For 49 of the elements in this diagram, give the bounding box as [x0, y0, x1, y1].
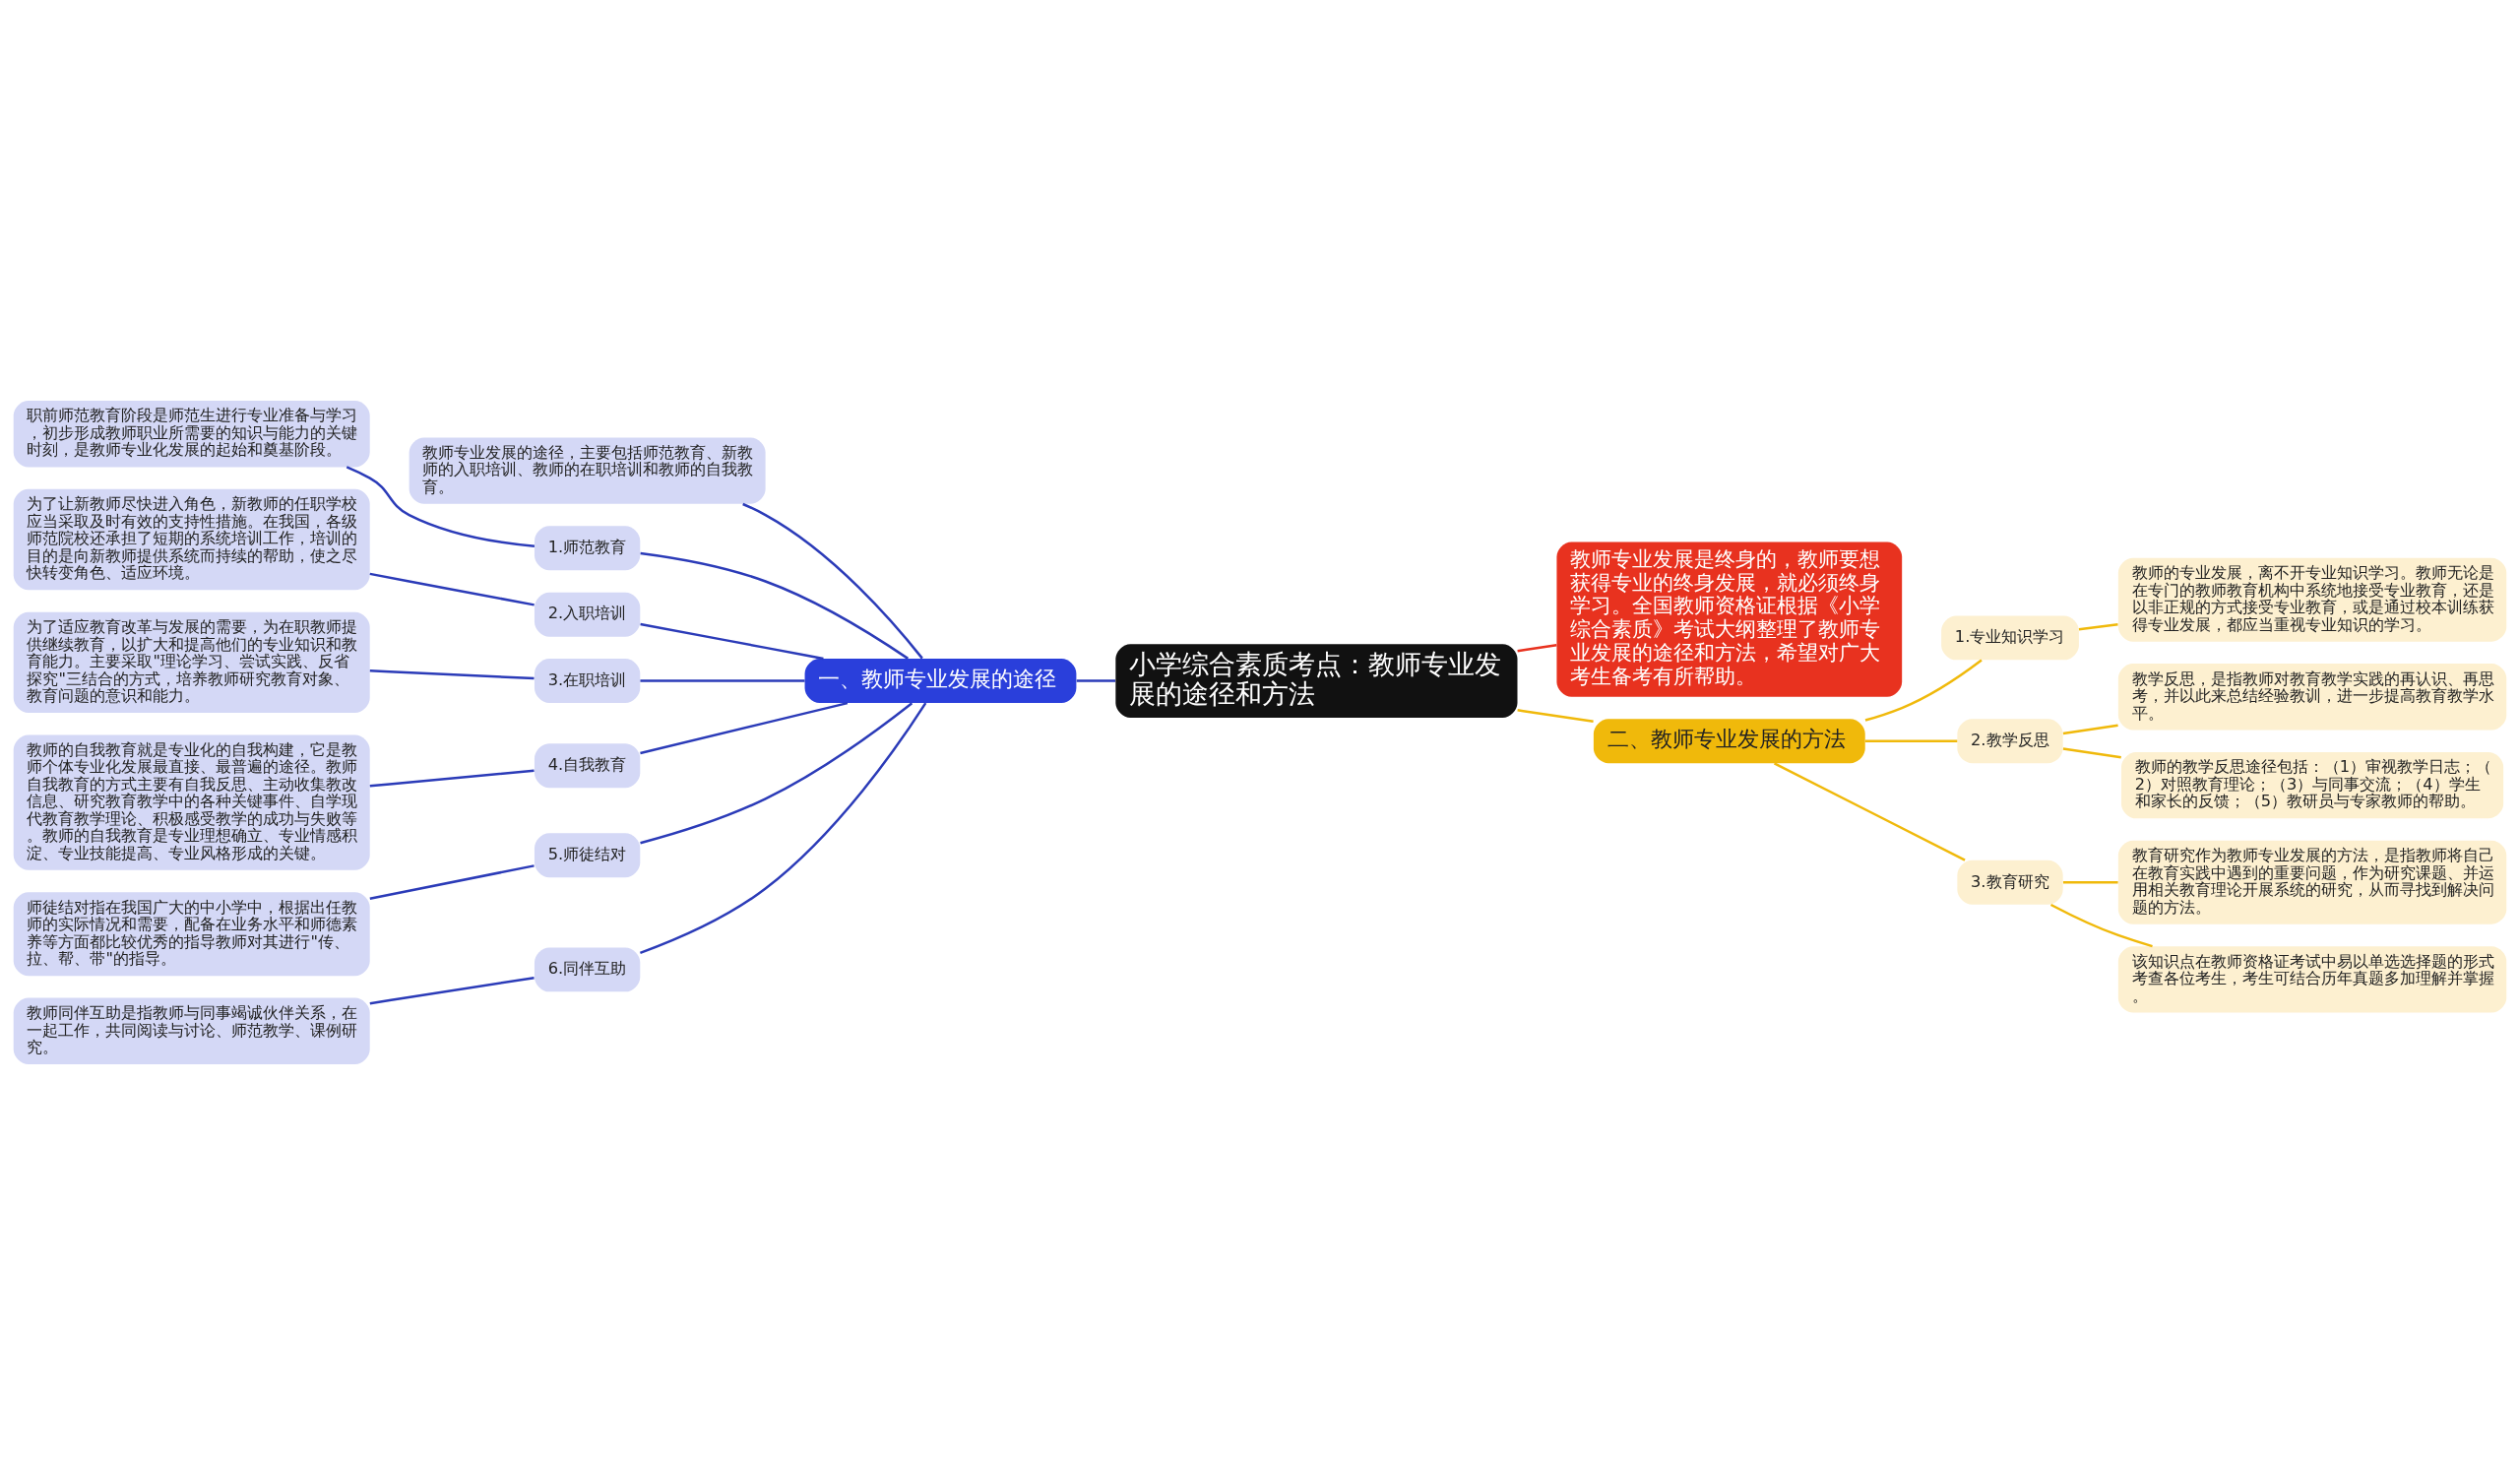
connector [1076, 678, 1116, 682]
node-box: 一、教师专业发展的途径 [804, 658, 1077, 703]
node-box: 教师的自我教育就是专业化的自我构建，它是教师个体专业化发展最直接、最普遍的途径。教师自我教育的方式主要有自我反思、主动收集教改信息、研究教育教学中的各种关键事件、自学现代教育教学理论、积极感受教学的成功与失败等。教师的自我教育是专业理想确立、专业情感积淀、专业技能提高、专业风格形成的关键。 [13, 734, 370, 870]
node-box: 4.自我教育 [534, 742, 641, 788]
connector [1864, 739, 1958, 742]
node-box: 该知识点在教师资格证考试中易以单选选择题的形式考查各位考生，考生可结合历年真题多加理解并掌握。 [2117, 945, 2507, 1013]
connector [639, 701, 927, 954]
connector [1864, 659, 1983, 722]
node-box: 3.在职培训 [534, 658, 641, 703]
connector [1517, 708, 1594, 723]
connector [369, 768, 535, 788]
connector [640, 622, 824, 660]
connector [640, 678, 805, 682]
node-box: 为了让新教师尽快进入角色，新教师的任职学校应当采取及时有效的支持性措施。在我国，各级师范院校还承担了短期的系统培训工作，培训的目的是向新教师提供系统而持续的帮助，使之尽快转变角色、适应环境。 [13, 488, 370, 590]
connector [640, 701, 849, 754]
connector [369, 863, 535, 900]
connector [369, 572, 535, 606]
node-box: 2.入职培训 [534, 592, 641, 637]
node-box: 教师专业发展是终身的，教师要想获得专业的终身发展，就必须终身学习。全国教师资格证根据《小学综合素质》考试大纲整理了教师专业发展的途径和方法，希望对广大考生备考有所帮助。 [1556, 541, 1903, 697]
connector [369, 976, 535, 1004]
node-box: 1.专业知识学习 [1941, 614, 2079, 660]
connector [2062, 724, 2118, 734]
node-box: 教师同伴互助是指教师与同事竭诚伙伴关系，在一起工作，共同阅读与讨论、师范教学、课例研究。 [13, 997, 370, 1064]
node-box: 3.教育研究 [1957, 859, 2063, 905]
node-box: 教师的专业发展，离不开专业知识学习。教师无论是在专门的教师教育机构中系统地接受专业教育，还是以非正规的方式接受专业教育，或是通过校本训练获得专业发展，都应当重视专业知识的学习。 [2117, 557, 2507, 642]
node-box: 2.教学反思 [1957, 718, 2063, 763]
connector [1517, 643, 1557, 652]
node-box: 教学反思，是指教师对教育教学实践的再认识、再思考，并以此来总结经验教训，进一步提高教育教学水平。 [2117, 663, 2507, 730]
node-box: 教师的教学反思途径包括：（1）审视教学日志；（2）对照教育理论；（3）与同事交流；（4）学生和家长的反馈；（5）教研员与专家教师的帮助。 [2120, 751, 2504, 818]
node-box: 小学综合素质考点：教师专业发展的途径和方法 [1115, 643, 1518, 718]
node-box: 师徒结对指在我国广大的中小学中，根据出任教师的实际情况和需要，配备在业务水平和师德素养等方面都比较优秀的指导教师对其进行"传、拉、帮、带"的指导。 [13, 891, 370, 976]
connector [2062, 880, 2118, 884]
node-box: 1.师范教育 [534, 525, 641, 570]
node-box: 为了适应教育改革与发展的需要，为在职教师提供继续教育，以扩大和提高他们的专业知识和教育能力。主要采取"理论学习、尝试实践、反省探究"三结合的方式，培养教师研究教育对象、教育问题的意识和能力。 [13, 611, 370, 713]
node-box: 职前师范教育阶段是师范生进行专业准备与学习，初步形成教师职业所需要的知识与能力的关键时刻，是教师专业化发展的起始和奠基阶段。 [13, 400, 370, 467]
node-box: 教育研究作为教师专业发展的方法，是指教师将自己在教育实践中遇到的重要问题，作为研究课题、并运用相关教育理论开展系统的研究，从而寻找到解决问题的方法。 [2117, 840, 2507, 924]
connector [1773, 761, 1966, 861]
connector [640, 551, 909, 660]
connector [742, 502, 923, 659]
connector [2062, 746, 2121, 758]
node-box: 教师专业发展的途径，主要包括师范教育、新教师的入职培训、教师的在职培训和教师的自我教育。 [409, 436, 766, 504]
node-box: 二、教师专业发展的方法 [1593, 718, 1865, 763]
node-box: 5.师徒结对 [534, 832, 641, 877]
node-box: 6.同伴互助 [534, 946, 641, 991]
connector [2049, 903, 2153, 947]
connector [2078, 622, 2118, 630]
connector [346, 465, 536, 547]
connector [369, 668, 535, 679]
connector [640, 701, 914, 844]
